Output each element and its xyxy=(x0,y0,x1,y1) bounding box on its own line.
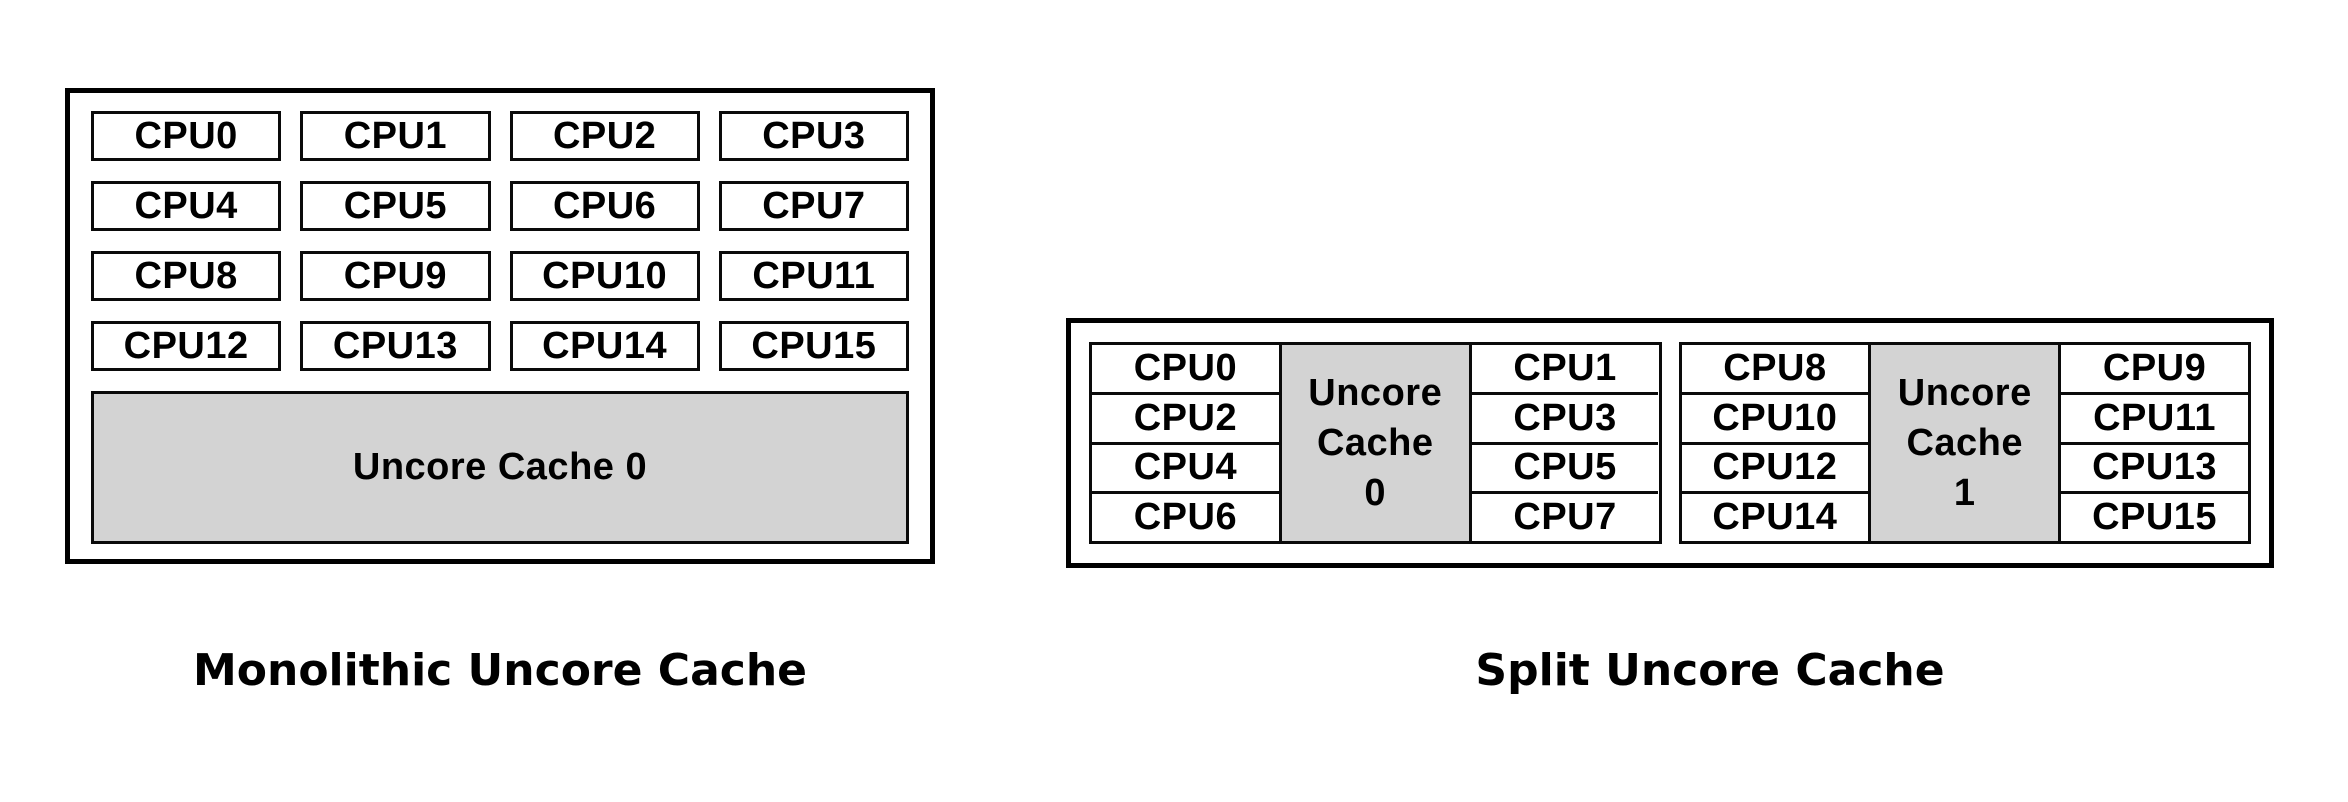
cpu-box-cpu5: CPU5 xyxy=(300,181,491,231)
cpu-cell-cpu14: CPU14 xyxy=(1681,491,1869,541)
cpu-box-cpu3: CPU3 xyxy=(718,111,909,161)
cpu-cell-cpu9: CPU9 xyxy=(2061,345,2248,392)
cpu-box-cpu12: CPU12 xyxy=(91,321,282,371)
cpu-cell-cpu1: CPU1 xyxy=(1471,345,1659,392)
uncore-cache-1-split-box: Uncore Cache 1 xyxy=(1868,345,2062,541)
split-group-0-left-column: CPU0 CPU2 CPU4 CPU6 xyxy=(1092,345,1279,541)
monolithic-uncore-diagram: CPU0 CPU1 CPU2 CPU3 CPU4 CPU5 CPU6 CPU7 … xyxy=(65,88,935,564)
cpu-cell-cpu3: CPU3 xyxy=(1471,391,1659,442)
caption-monolithic-uncore-cache: Monolithic Uncore Cache xyxy=(192,645,808,696)
split-group-0-right-column: CPU1 CPU3 CPU5 CPU7 xyxy=(1471,345,1659,541)
cpu-cell-cpu12: CPU12 xyxy=(1681,441,1869,492)
cpu-box-cpu4: CPU4 xyxy=(91,181,282,231)
cpu-box-cpu1: CPU1 xyxy=(300,111,491,161)
cpu-row-0: CPU0 CPU1 CPU2 CPU3 xyxy=(91,111,909,161)
cpu-cell-cpu4: CPU4 xyxy=(1092,441,1279,492)
split-group-1-left-column: CPU8 CPU10 CPU12 CPU14 xyxy=(1681,345,1869,541)
cpu-cell-cpu11: CPU11 xyxy=(2061,391,2248,442)
cpu-cell-cpu7: CPU7 xyxy=(1471,491,1659,541)
split-uncore-diagram: CPU0 CPU2 CPU4 CPU6 Uncore Cache 0 CPU1 … xyxy=(1066,318,2274,568)
cpu-box-cpu14: CPU14 xyxy=(509,321,700,371)
split-group-1-right-column: CPU9 CPU11 CPU13 CPU15 xyxy=(2061,345,2248,541)
cpu-box-cpu15: CPU15 xyxy=(718,321,909,371)
cpu-cell-cpu2: CPU2 xyxy=(1092,391,1279,442)
cpu-row-1: CPU4 CPU5 CPU6 CPU7 xyxy=(91,181,909,231)
split-group-1: CPU8 CPU10 CPU12 CPU14 Uncore Cache 1 CP… xyxy=(1678,342,2251,544)
cpu-cell-cpu15: CPU15 xyxy=(2061,491,2248,541)
cpu-box-cpu10: CPU10 xyxy=(509,251,700,301)
cpu-cell-cpu0: CPU0 xyxy=(1092,345,1279,392)
cpu-row-3: CPU12 CPU13 CPU14 CPU15 xyxy=(91,321,909,371)
cpu-box-cpu11: CPU11 xyxy=(718,251,909,301)
cpu-box-cpu2: CPU2 xyxy=(509,111,700,161)
cpu-box-cpu13: CPU13 xyxy=(300,321,491,371)
cpu-cell-cpu13: CPU13 xyxy=(2061,441,2248,492)
cpu-cell-cpu6: CPU6 xyxy=(1092,491,1279,541)
cpu-box-cpu7: CPU7 xyxy=(718,181,909,231)
cpu-box-cpu0: CPU0 xyxy=(91,111,282,161)
cpu-cell-cpu10: CPU10 xyxy=(1681,391,1869,442)
uncore-cache-0-split-box: Uncore Cache 0 xyxy=(1278,345,1472,541)
cpu-row-2: CPU8 CPU9 CPU10 CPU11 xyxy=(91,251,909,301)
cpu-box-cpu6: CPU6 xyxy=(509,181,700,231)
cpu-cell-cpu8: CPU8 xyxy=(1681,345,1869,392)
split-group-0: CPU0 CPU2 CPU4 CPU6 Uncore Cache 0 CPU1 … xyxy=(1089,342,1662,544)
cpu-cell-cpu5: CPU5 xyxy=(1471,441,1659,492)
cpu-box-cpu8: CPU8 xyxy=(91,251,282,301)
cpu-box-cpu9: CPU9 xyxy=(300,251,491,301)
uncore-cache-0-box: Uncore Cache 0 xyxy=(91,391,909,544)
caption-split-uncore-cache: Split Uncore Cache xyxy=(1475,645,1945,696)
